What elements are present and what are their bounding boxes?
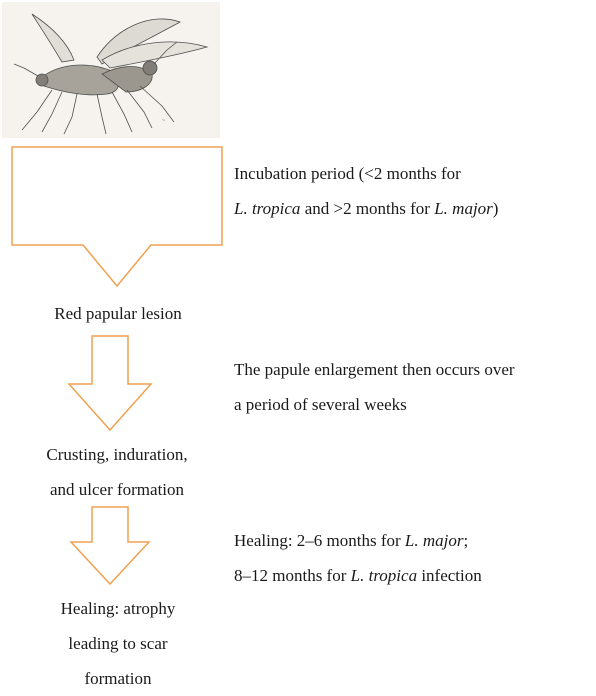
note-enlargement: The papule enlargement then occurs over … [234, 352, 515, 422]
stage-crusting-ulcer: Crusting, induration, and ulcer formatio… [12, 437, 222, 507]
arrow-3 [71, 507, 149, 584]
note-incubation: Incubation period (<2 months for L. trop… [234, 156, 498, 226]
stage-healing-scar: Healing: atrophy leading to scar formati… [20, 591, 216, 696]
stage-red-papular-lesion: Red papular lesion [20, 296, 216, 331]
arrow-1 [12, 147, 222, 286]
arrow-2 [69, 336, 151, 430]
note-healing: Healing: 2–6 months for L. major; 8–12 m… [234, 523, 482, 593]
